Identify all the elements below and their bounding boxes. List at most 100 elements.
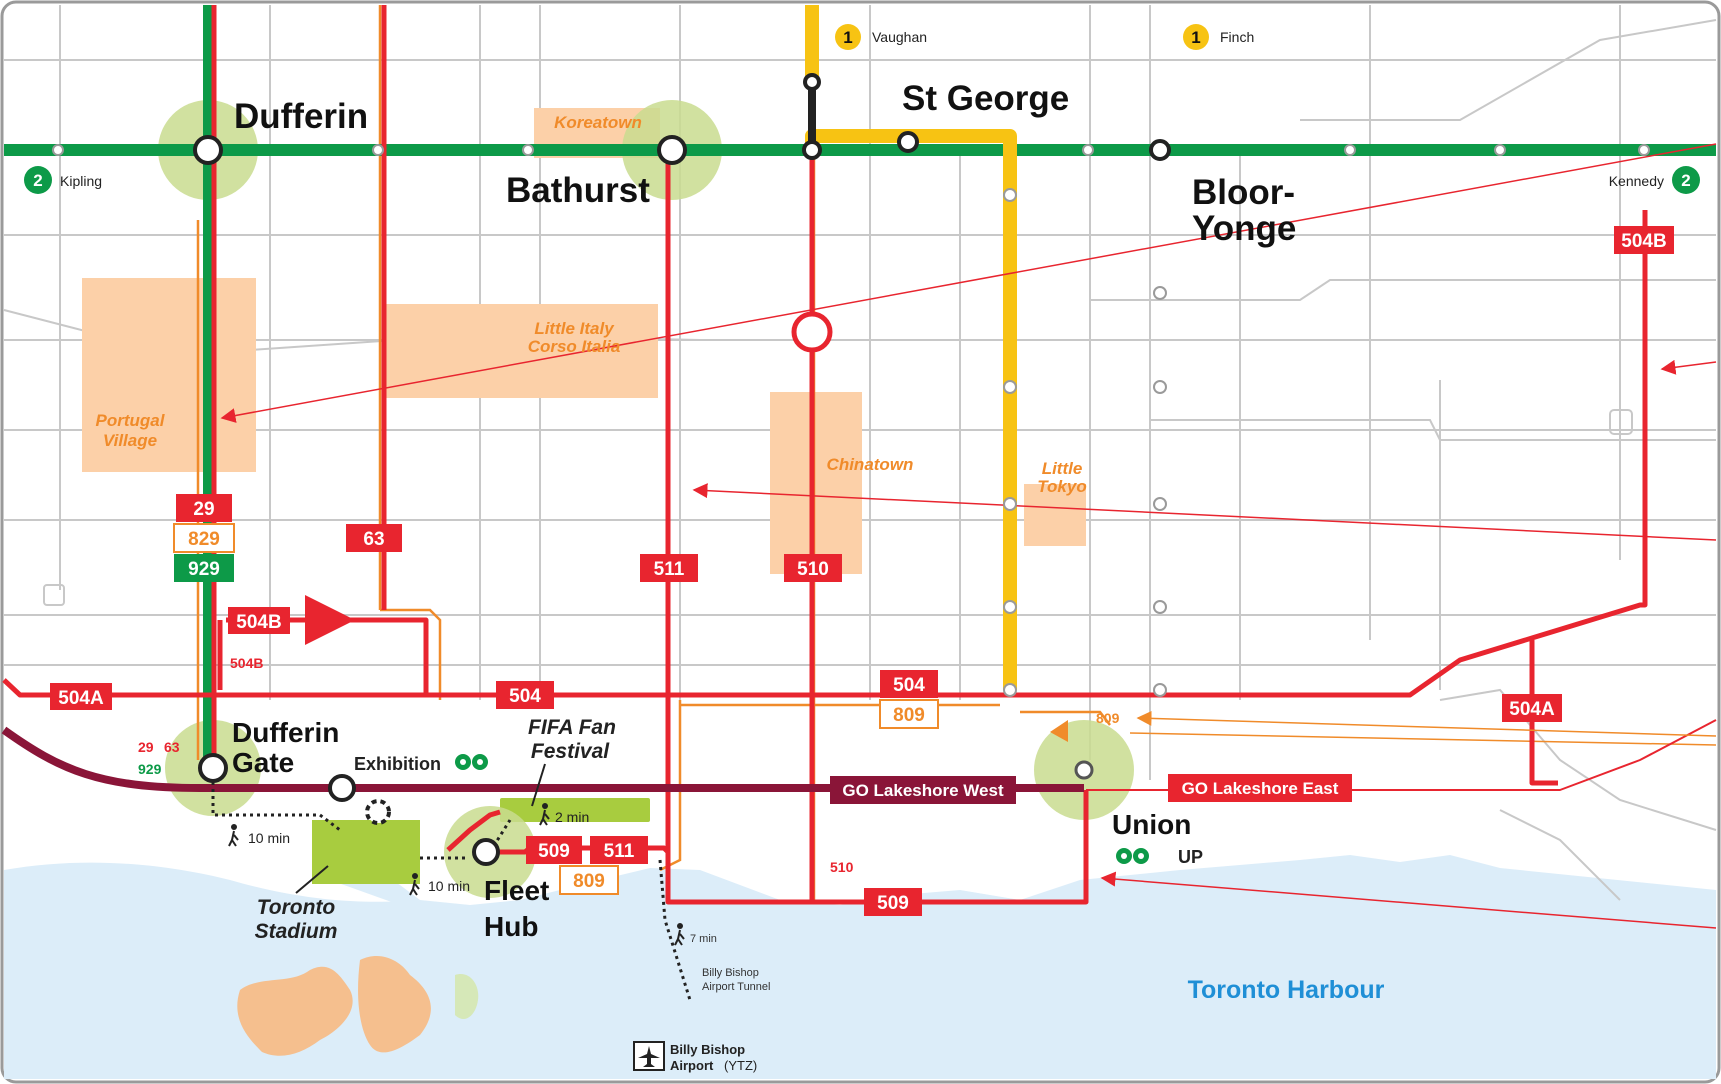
route-badge-511 — [640, 554, 698, 582]
route-badge-511-south — [590, 836, 648, 864]
stadium-leader-line — [295, 865, 329, 894]
toronto-harbour-label: Toronto Harbour — [1188, 976, 1385, 1004]
st-george-station-marker — [897, 131, 919, 153]
svg-text:511: 511 — [654, 559, 685, 580]
station-label-bathurst: Bathurst — [506, 171, 650, 210]
terminal-vaughan: 1 Vaughan — [835, 24, 927, 50]
walk-icon — [674, 923, 685, 946]
station-label-st-george: St George — [902, 79, 1069, 118]
station-label-dufferin-gate-2: Gate — [232, 747, 294, 778]
line-1-stops — [1003, 188, 1167, 697]
route-badge-809-south — [559, 865, 619, 895]
station-label-dufferin-gate-1: Dufferin — [232, 717, 339, 748]
station-label-fleet-1: Fleet — [484, 875, 549, 906]
exhibition-station-marker — [328, 774, 356, 802]
route-badge-504-central — [880, 670, 938, 698]
hood-label-little-tokyo-2: Tokyo — [1037, 477, 1086, 496]
route-badge-504 — [496, 681, 554, 709]
venue-label-fifa-1: FIFA Fan — [528, 716, 616, 739]
spadina-north-marker — [803, 73, 821, 91]
portugal-village-area — [82, 278, 256, 472]
dufferin-gate-marker — [198, 753, 228, 783]
tunnel-label-2: Airport Tunnel — [702, 981, 770, 993]
hood-label-koreatown: Koreatown — [554, 113, 642, 132]
svg-text:511: 511 — [604, 841, 635, 862]
svg-text:929: 929 — [188, 559, 220, 580]
stadium-stop-marker — [365, 799, 391, 825]
go-lakeshore-west-badge — [830, 776, 1016, 804]
walk-time-4: 7 min — [690, 933, 717, 945]
bathurst-station-marker — [657, 135, 687, 165]
route-small-63: 63 — [164, 739, 180, 755]
walking-paths — [211, 768, 692, 1001]
station-label-bloor-yonge-2: Yonge — [1192, 209, 1296, 248]
svg-text:509: 509 — [877, 893, 909, 914]
svg-text:504A: 504A — [1509, 699, 1555, 720]
terminal-kipling: 2 Kipling — [24, 166, 102, 194]
streetcar-routes — [2, 5, 1717, 905]
fifa-leader-line — [531, 763, 546, 807]
toronto-island — [237, 955, 479, 1056]
svg-text:504: 504 — [509, 686, 541, 707]
route-badge-510 — [784, 554, 842, 582]
airport-label-1: Billy Bishop — [670, 1042, 745, 1057]
pointer-arrow-orange — [1136, 710, 1717, 737]
go-lakeshore-east-label: GO Lakeshore East — [1182, 779, 1339, 798]
route-small-504b: 504B — [230, 655, 263, 671]
route-badge-504b — [228, 607, 290, 634]
route-badge-504a-east — [1502, 694, 1562, 722]
svg-text:509: 509 — [538, 841, 570, 862]
station-label-dufferin: Dufferin — [234, 97, 368, 136]
parks — [312, 798, 650, 884]
route-badge-504a — [50, 683, 112, 710]
walk-icon — [539, 803, 550, 826]
route-small-809: 809 — [1096, 710, 1120, 726]
toronto-stadium-park — [312, 820, 420, 884]
svg-text:504: 504 — [893, 675, 925, 696]
go-lakeshore-east-badge — [1168, 774, 1352, 802]
route-badge-929 — [174, 554, 234, 582]
walk-icon — [409, 873, 420, 896]
svg-text:29: 29 — [193, 499, 214, 520]
svg-text:809: 809 — [573, 871, 605, 892]
svg-text:829: 829 — [188, 529, 220, 550]
station-label-bloor-yonge-1: Bloor- — [1192, 173, 1295, 212]
hood-label-little-tokyo-1: Little — [1042, 459, 1083, 478]
chinatown-area — [770, 392, 862, 574]
svg-text:504A: 504A — [58, 688, 104, 709]
svg-text:510: 510 — [797, 559, 829, 580]
route-small-29: 29 — [138, 739, 154, 755]
terminal-finch: 1 Finch — [1183, 24, 1254, 50]
fan-festival-park — [500, 798, 650, 822]
station-label-union-up: UP — [1178, 847, 1203, 867]
fleet-hub-marker — [472, 838, 500, 866]
route-badge-809 — [879, 699, 939, 729]
little-tokyo-area — [1024, 484, 1086, 546]
neighbourhood-areas — [82, 108, 1086, 574]
hood-label-portugal-1: Portugal — [96, 411, 166, 430]
station-label-exhibition: Exhibition — [354, 754, 441, 774]
route-badges-other: 829 929 809 809 — [173, 523, 939, 895]
svg-text:Vaughan: Vaughan — [872, 29, 927, 45]
terminal-kennedy: 2 Kennedy — [1609, 166, 1700, 194]
venue-label-stadium-2: Stadium — [255, 920, 338, 943]
walk-time-3: 2 min — [555, 809, 589, 825]
go-lakeshore-west-label: GO Lakeshore West — [842, 781, 1004, 800]
route-small-929: 929 — [138, 761, 162, 777]
hood-label-portugal-2: Village — [103, 431, 157, 450]
svg-text:1: 1 — [843, 28, 852, 47]
svg-text:Finch: Finch — [1220, 29, 1254, 45]
go-logo-icon — [455, 754, 488, 770]
airport-label-2: Airport — [670, 1058, 714, 1073]
station-label-union: Union — [1112, 809, 1191, 840]
venue-label-stadium-1: Toronto — [257, 896, 336, 919]
walk-time-1: 10 min — [248, 830, 290, 846]
little-italy-area — [384, 304, 658, 398]
hood-label-little-italy-2: Corso Italia — [528, 337, 621, 356]
svg-text:Kipling: Kipling — [60, 173, 102, 189]
route-badge-504b-east — [1614, 226, 1674, 254]
station-label-fleet-2: Hub — [484, 911, 538, 942]
pointer-arrows — [220, 143, 1717, 929]
walk-time-2: 10 min — [428, 878, 470, 894]
hood-label-chinatown: Chinatown — [827, 455, 914, 474]
